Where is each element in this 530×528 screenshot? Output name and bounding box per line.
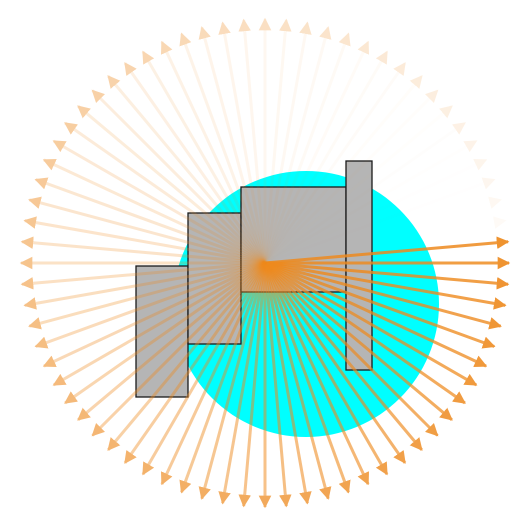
radial-arrow-burst [21,19,509,507]
